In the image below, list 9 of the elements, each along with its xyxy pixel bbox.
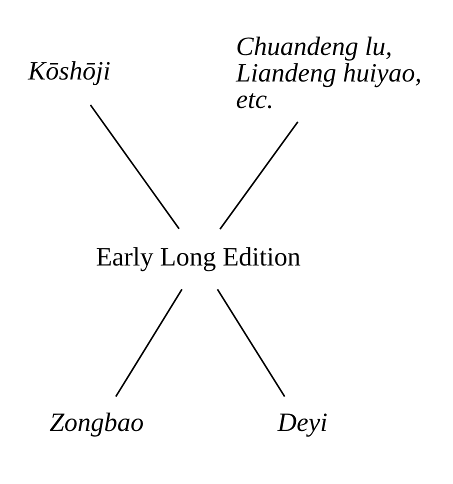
- node-text: Kōshōji: [28, 55, 110, 86]
- connector: [90, 104, 180, 229]
- node-text: Deyi: [277, 406, 328, 437]
- node-text: Zongbao: [50, 406, 144, 437]
- connector: [219, 120, 298, 230]
- node-text: Chuandeng lu, Liandeng huiyao, etc.: [236, 30, 422, 114]
- connector: [216, 288, 286, 397]
- node-text: Early Long Edition: [96, 240, 301, 271]
- connector: [115, 288, 183, 397]
